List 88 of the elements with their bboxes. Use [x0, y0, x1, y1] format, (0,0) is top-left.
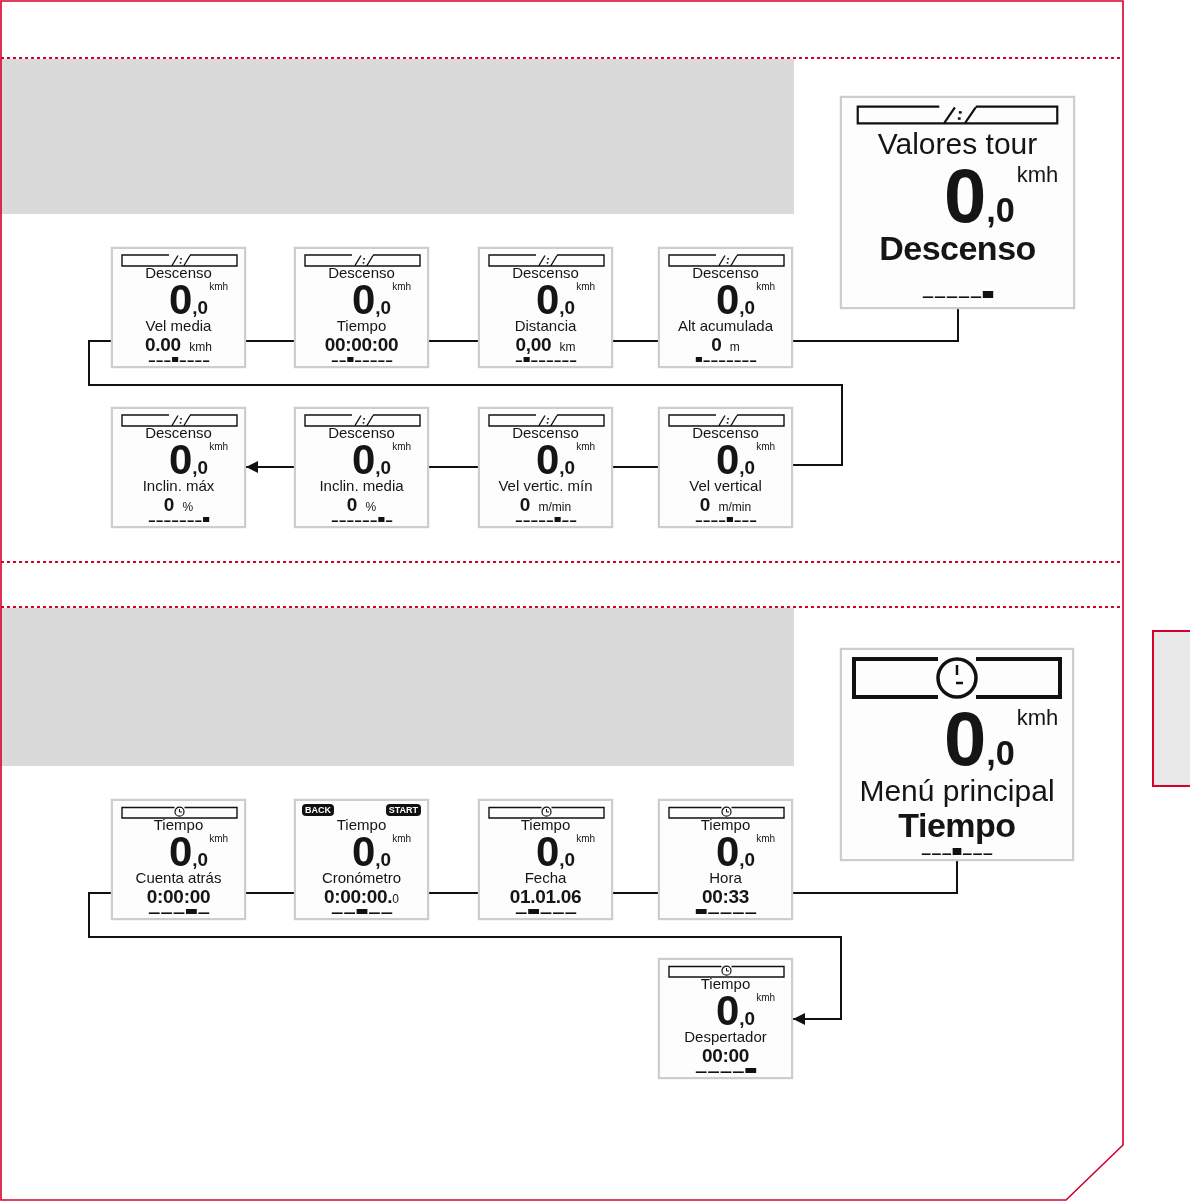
value-reading: 0:00:00 — [146, 887, 211, 908]
value-label: Inclin. media — [319, 478, 404, 495]
speed-unit: kmh — [209, 834, 229, 844]
value-reading: 0:00:00.0 — [323, 887, 400, 908]
screen-title: Descenso — [692, 265, 759, 282]
soft-key-label: START — [385, 804, 421, 816]
value-reading: 00:00:00 — [324, 335, 399, 356]
value-reading: 0,00 km — [515, 335, 576, 356]
screen-title: Tiempo — [700, 976, 751, 993]
value-label: Hora — [709, 870, 742, 887]
screen-title: Tiempo — [700, 817, 751, 834]
lcd-screen — [111, 799, 246, 920]
value-reading: 0.00 kmh — [145, 335, 212, 356]
screen-title: Descenso — [145, 425, 212, 442]
screen-title: Tiempo — [336, 817, 387, 834]
value-label: Alt acumulada — [677, 318, 774, 335]
speed-unit: kmh — [392, 834, 412, 844]
lcd-screen — [658, 958, 793, 1079]
speed-unit: kmh — [209, 442, 229, 452]
menu-title: Menú principal — [859, 774, 1055, 807]
screen-title: Tiempo — [153, 817, 204, 834]
speed-unit: kmh — [576, 834, 596, 844]
lcd-screen — [294, 247, 429, 368]
value-reading: 0 % — [163, 495, 194, 516]
connector-line — [88, 340, 843, 466]
speed-unit: kmh — [756, 993, 776, 1003]
speed-unit: kmh — [209, 282, 229, 292]
lcd-screen — [840, 648, 1074, 861]
speed-unit: kmh — [392, 282, 412, 292]
screen-title: Descenso — [328, 265, 395, 282]
connector-line — [612, 466, 659, 468]
lcd-screen — [840, 96, 1075, 309]
lcd-screen — [478, 247, 613, 368]
value-label: Vel vertic. mín — [498, 478, 593, 495]
lcd-screen — [478, 799, 613, 920]
screen-title: Descenso — [512, 265, 579, 282]
value-label: Fecha — [524, 870, 567, 887]
screen-title: Tiempo — [520, 817, 571, 834]
connector-line — [612, 892, 659, 894]
lcd-screen — [111, 247, 246, 368]
lcd-screen — [658, 799, 793, 920]
arrow — [88, 892, 842, 1025]
value-reading: 0 % — [346, 495, 377, 516]
lcd-screen — [658, 407, 793, 528]
screen-title: Descenso — [145, 265, 212, 282]
connector-line — [428, 340, 479, 342]
value-label: Cuenta atrás — [135, 870, 222, 887]
value-reading: 0 m — [711, 335, 740, 356]
menu-item: Tiempo — [898, 807, 1016, 845]
speed-unit: kmh — [756, 442, 776, 452]
value-reading: 0 m/min — [699, 495, 752, 516]
value-label: Vel vertical — [689, 478, 762, 495]
soft-key-label: BACK — [302, 804, 334, 816]
screen-title: Descenso — [328, 425, 395, 442]
value-reading: 00:00 — [701, 1046, 750, 1067]
screen-title: Descenso — [512, 425, 579, 442]
value-label: Tiempo — [336, 318, 387, 335]
menu-title: Valores tour — [877, 127, 1038, 160]
connector-line — [792, 308, 959, 342]
speed-unit: kmh — [1016, 707, 1059, 729]
speed-unit: kmh — [576, 442, 596, 452]
value-reading: 0 m/min — [519, 495, 572, 516]
connector-line — [428, 466, 479, 468]
lcd-screen — [658, 247, 793, 368]
connector-line — [612, 340, 659, 342]
value-label: Despertador — [684, 1029, 767, 1046]
speed-unit: kmh — [756, 834, 776, 844]
lcd-screen — [111, 407, 246, 528]
connector-line — [245, 340, 295, 342]
speed-unit: kmh — [1016, 164, 1059, 186]
value-label: Vel media — [145, 318, 212, 335]
lcd-screen — [478, 407, 613, 528]
connector-line — [428, 892, 479, 894]
value-reading: 01.01.06 — [509, 887, 582, 908]
value-reading: 00:33 — [701, 887, 750, 908]
speed-unit: kmh — [392, 442, 412, 452]
menu-item: Descenso — [879, 230, 1036, 268]
value-label: Distancia — [514, 318, 577, 335]
lcd-screen — [294, 799, 429, 920]
connector-line — [792, 860, 958, 894]
arrow — [245, 461, 295, 473]
lcd-screen — [294, 407, 429, 528]
value-label: Inclin. máx — [142, 478, 215, 495]
screen-title: Descenso — [692, 425, 759, 442]
speed-unit: kmh — [756, 282, 776, 292]
speed-unit: kmh — [576, 282, 596, 292]
value-label: Cronómetro — [321, 870, 402, 887]
connector-line — [245, 892, 295, 894]
